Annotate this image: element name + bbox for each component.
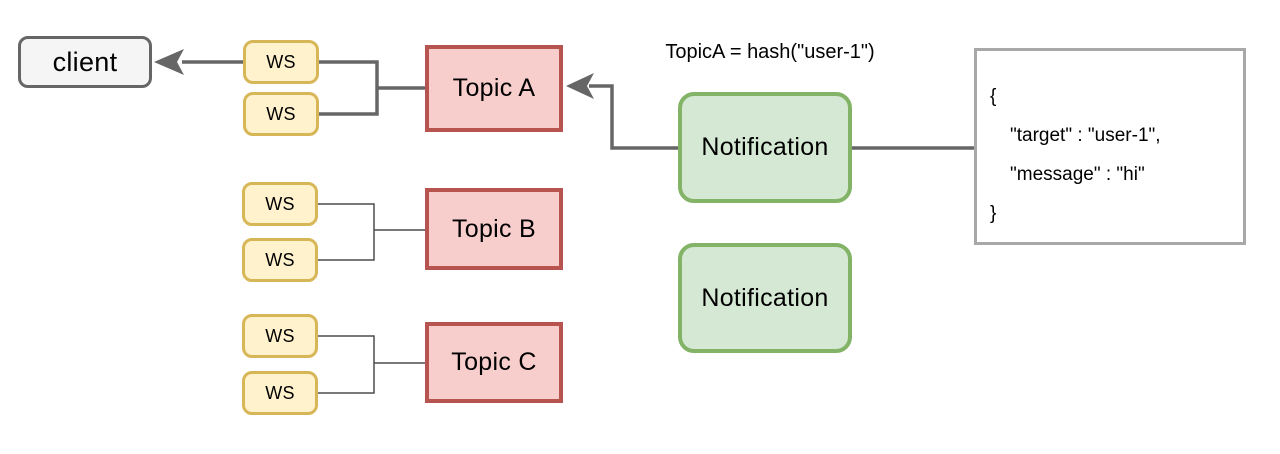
notification-node-top: Notification xyxy=(678,92,852,203)
ws-node-b1: WS xyxy=(242,182,318,226)
notification-node-bottom: Notification xyxy=(678,243,852,353)
ws-node-a1: WS xyxy=(243,40,319,84)
connector-ws-pair-b-junction xyxy=(318,203,375,261)
topic-c-node: Topic C xyxy=(425,322,563,403)
json-payload-node: { "target" : "user-1", "message" : "hi" … xyxy=(974,48,1246,245)
connector-ws-pair-a-junction xyxy=(319,60,379,116)
arrowhead-into-client xyxy=(154,49,184,75)
topic-a-node: Topic A xyxy=(425,45,563,132)
topic-b-node: Topic B xyxy=(425,188,563,270)
connector-ws-pair-c-junction xyxy=(318,335,375,394)
connector-notification-to-topic-a xyxy=(589,84,678,150)
topic-hash-annotation: TopicA = hash("user-1") xyxy=(665,41,875,63)
ws-node-a2: WS xyxy=(243,92,319,136)
client-node: client xyxy=(18,36,152,88)
json-line-message: "message" : "hi" xyxy=(1010,164,1145,185)
json-line-target: "target" : "user-1", xyxy=(1010,125,1161,146)
ws-node-b2: WS xyxy=(242,238,318,282)
json-line-close-brace: } xyxy=(990,203,997,224)
json-line-open-brace: { xyxy=(990,86,997,107)
arrowhead-into-topic-a xyxy=(566,73,594,99)
ws-node-c1: WS xyxy=(242,314,318,358)
ws-node-c2: WS xyxy=(242,371,318,415)
